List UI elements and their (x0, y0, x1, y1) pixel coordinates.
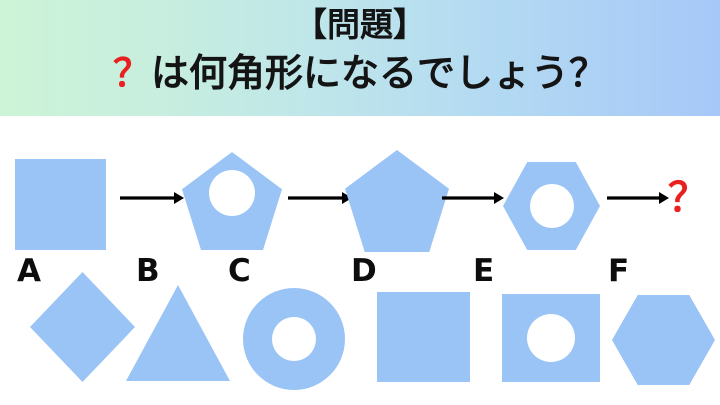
arrow-right-icon (607, 191, 669, 205)
question-mark-red: ？ (112, 51, 151, 95)
question-text: は何角形になるでしょう？ (151, 51, 608, 95)
option-label-a: A (17, 253, 41, 289)
arrow-right-icon (120, 191, 184, 205)
question-line: ？は何角形になるでしょう？ (0, 48, 720, 98)
option-hole-c (272, 317, 316, 361)
option-label-b: B (136, 253, 160, 289)
option-label-c: C (228, 253, 251, 289)
sequence-shape-square (15, 159, 106, 250)
page-title: 【問題】 (294, 5, 426, 44)
sequence-answer-placeholder: ？ (668, 175, 708, 221)
option-label-f: F (608, 253, 630, 289)
sequence-hole-4 (530, 184, 574, 228)
arrow-right-icon (442, 191, 504, 205)
option-label-d: D (351, 253, 377, 289)
option-shape-f-hexagon[interactable] (612, 295, 715, 385)
option-label-e: E (473, 253, 495, 289)
header-banner: 【問題】 ？は何角形になるでしょう？ (0, 0, 720, 116)
arrow-right-icon (288, 191, 352, 205)
option-shape-b-triangle[interactable] (126, 285, 230, 381)
option-shape-a-diamond[interactable] (30, 272, 135, 382)
sequence-hole-2 (209, 170, 255, 216)
option-hole-e (527, 314, 575, 362)
sequence-shape-pentagon (345, 150, 449, 252)
option-shape-d-square[interactable] (377, 292, 470, 382)
